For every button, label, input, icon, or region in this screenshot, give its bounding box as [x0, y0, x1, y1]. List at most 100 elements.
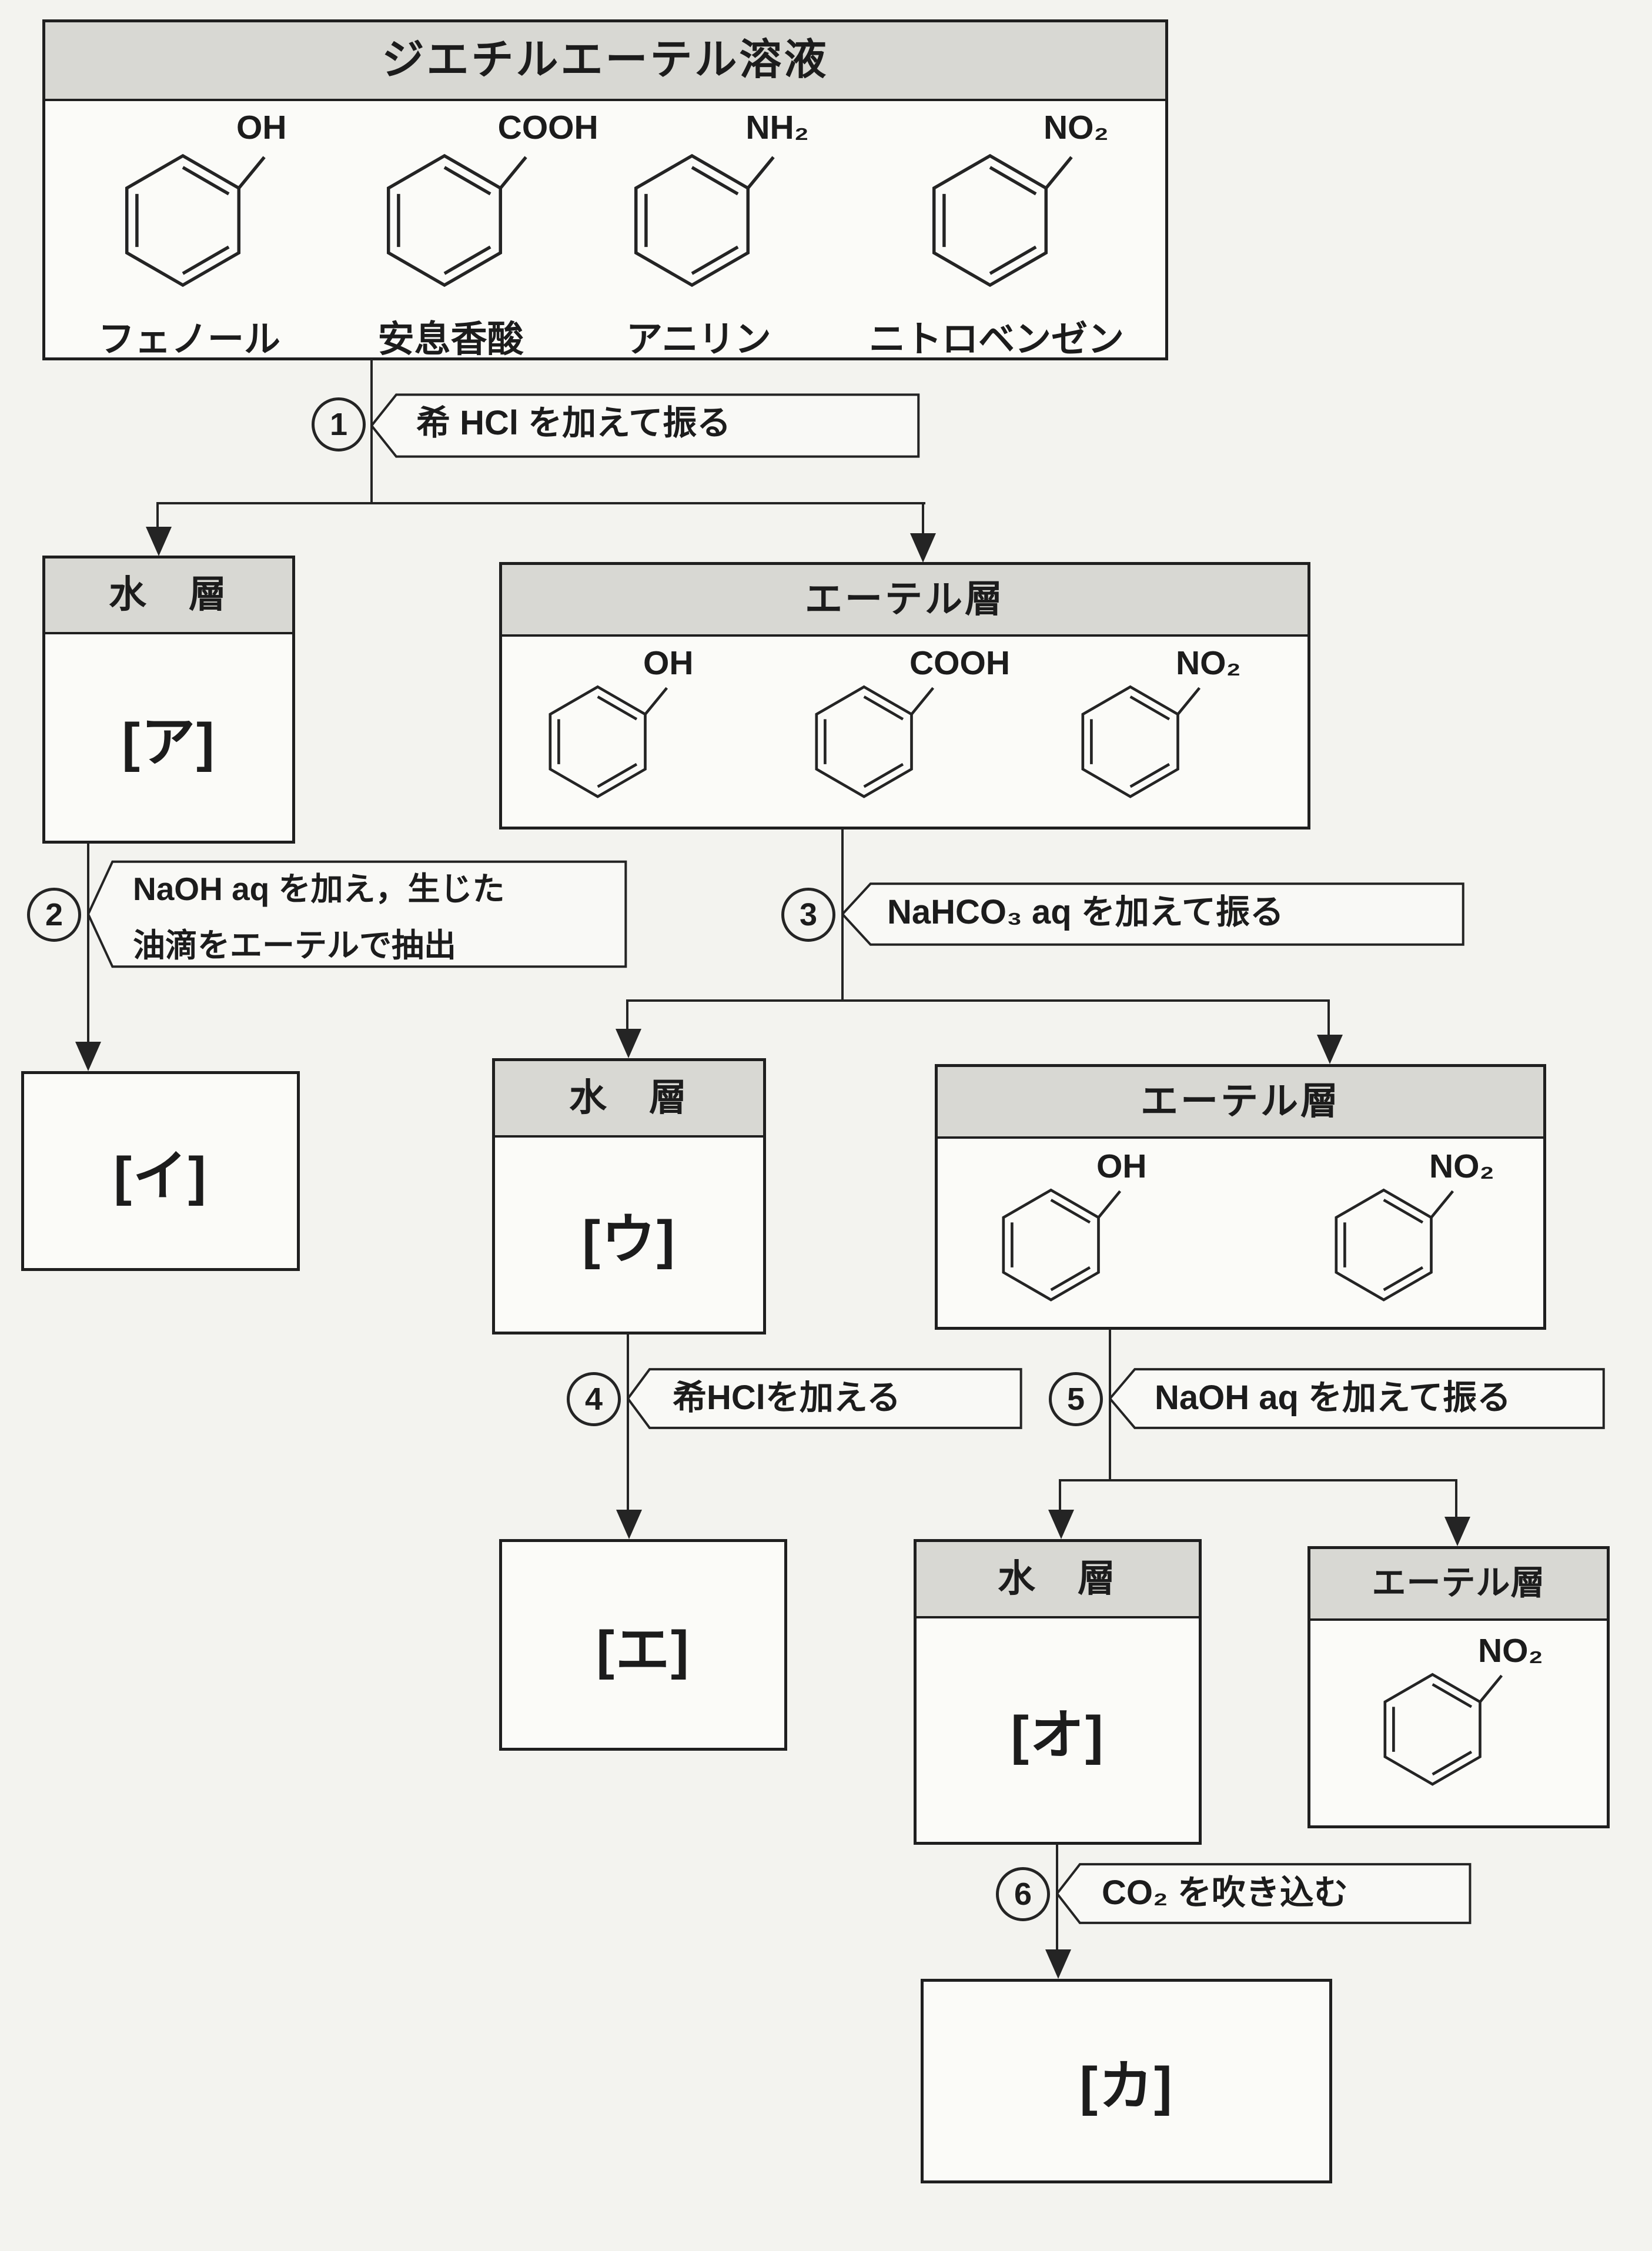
source-box-header: ジエチルエーテル溶液 — [45, 22, 1165, 101]
step-6-number-badge: 6 — [996, 1867, 1050, 1921]
placeholder-u: [ウ] — [582, 1209, 676, 1270]
connector-line — [156, 502, 159, 529]
arrow-down-icon — [1317, 1035, 1343, 1064]
arrow-down-icon — [1444, 1517, 1470, 1546]
ether-layer-1-box: エーテル層 OH COOH NO₂ — [499, 562, 1310, 830]
placeholder-e: [エ] — [596, 1620, 690, 1680]
arrow-down-icon — [146, 527, 172, 556]
benzene-ring-icon: OH — [112, 109, 287, 305]
connector-line — [1059, 1479, 1061, 1511]
step-3-label: NaHCO₃ aq を加えて振る — [887, 893, 1284, 931]
connector-line — [1056, 1844, 1058, 1952]
ether-layer-1-header: エーテル層 — [502, 565, 1307, 637]
substituent-label: COOH — [909, 644, 1010, 682]
placeholder-a: [ア] — [122, 713, 216, 772]
aqueous-layer-3-header: 水 層 — [917, 1542, 1199, 1618]
substituent-label: NO₂ — [1176, 644, 1241, 682]
connector-line — [1327, 999, 1330, 1036]
molecule-benzoic-acid: COOH — [804, 644, 1010, 813]
step-2-label-line1: NaOH aq を加え，生じた — [133, 871, 505, 907]
connector-line — [87, 842, 89, 1043]
connector-line — [1059, 1479, 1457, 1481]
substituent-label: OH — [643, 644, 694, 682]
substituent-label: NO₂ — [1478, 1632, 1543, 1670]
molecule-nitrobenzene: NO₂ — [1372, 1632, 1543, 1801]
molecule-phenol: OH — [991, 1148, 1147, 1316]
ether-layer-3-box: エーテル層 NO₂ — [1307, 1546, 1610, 1828]
banner-outline-icon — [628, 1367, 1023, 1430]
ether-layer-3-header: エーテル層 — [1310, 1549, 1607, 1621]
step-1-label: 希 HCl を加えて振る — [416, 404, 731, 442]
arrow-down-icon — [75, 1042, 101, 1071]
step-5-number-badge: 5 — [1049, 1372, 1103, 1426]
placeholder-i: [イ] — [113, 1146, 208, 1206]
substituent-label: NO₂ — [1429, 1148, 1494, 1185]
substituent-label: NH₂ — [745, 109, 809, 146]
substituent-label: OH — [236, 109, 287, 146]
benzene-ring-icon: NO₂ — [919, 109, 1109, 305]
arrow-down-icon — [910, 533, 936, 563]
compound-name: フェノール — [98, 319, 281, 360]
molecule-nitrobenzene: NO₂ ニトロベンゼン — [869, 109, 1124, 362]
aqueous-layer-1-box: 水 層 [ア] — [42, 556, 295, 844]
step-4-banner: 希HClを加える — [628, 1367, 1023, 1430]
banner-outline-icon — [88, 858, 628, 970]
ether-layer-2-box: エーテル層 OH NO₂ — [935, 1064, 1546, 1330]
molecule-nitrobenzene: NO₂ — [1070, 644, 1241, 813]
source-box-compounds: OH フェノール COOH 安息香酸 NH₂ アニリン — [45, 101, 1165, 364]
substituent-label: COOH — [497, 109, 598, 146]
arrow-down-icon — [616, 1510, 642, 1539]
molecule-phenol: OH — [537, 644, 694, 813]
step-2-label-line2: 油滴をエーテルで抽出 — [133, 927, 457, 964]
connector-line — [1455, 1479, 1457, 1518]
result-ka-box: [カ] — [921, 1979, 1332, 2183]
step-1-number-badge: 1 — [312, 397, 366, 451]
benzene-ring-icon: COOH — [373, 109, 598, 305]
step-3-number-badge: 3 — [781, 888, 835, 942]
benzene-ring-icon: OH — [537, 644, 694, 813]
connector-line — [156, 502, 925, 504]
arrow-down-icon — [1048, 1510, 1074, 1539]
compound-name: 安息香酸 — [377, 319, 524, 360]
aqueous-layer-2-box: 水 層 [ウ] — [492, 1058, 766, 1334]
aqueous-layer-1-header: 水 層 — [45, 558, 292, 634]
banner-outline-icon — [1110, 1367, 1606, 1430]
result-e-box: [エ] — [499, 1539, 787, 1751]
molecule-nitrobenzene: NO₂ — [1323, 1148, 1494, 1316]
arrow-down-icon — [1045, 1949, 1071, 1979]
arrow-down-icon — [616, 1029, 641, 1058]
step-5-banner: NaOH aq を加えて振る — [1110, 1367, 1606, 1430]
step-2-number-badge: 2 — [27, 888, 81, 942]
benzene-ring-icon: NO₂ — [1323, 1148, 1494, 1316]
step-6-banner: CO₂ を吹き込む — [1057, 1862, 1472, 1925]
ether-layer-2-header: エーテル層 — [938, 1067, 1543, 1139]
banner-outline-icon — [842, 882, 1466, 946]
benzene-ring-icon: COOH — [804, 644, 1010, 813]
molecule-aniline: NH₂ アニリン — [621, 109, 809, 362]
connector-line — [1109, 1329, 1111, 1481]
compound-name: アニリン — [626, 319, 771, 360]
source-box: ジエチルエーテル溶液 OH フェノール COOH 安息香酸 NH₂ — [42, 19, 1168, 360]
aqueous-layer-2-header: 水 層 — [495, 1061, 763, 1138]
step-4-number-badge: 4 — [567, 1372, 621, 1426]
molecule-phenol: OH フェノール — [98, 109, 287, 362]
connector-line — [922, 502, 924, 535]
benzene-ring-icon: NH₂ — [621, 109, 809, 305]
connector-line — [627, 1333, 629, 1512]
connector-line — [626, 999, 628, 1030]
result-i-box: [イ] — [21, 1071, 300, 1271]
step-4-label: 希HClを加える — [673, 1379, 901, 1417]
step-6-label: CO₂ を吹き込む — [1102, 1874, 1348, 1912]
step-3-banner: NaHCO₃ aq を加えて振る — [842, 882, 1466, 946]
step-2-banner: NaOH aq を加え，生じた 油滴をエーテルで抽出 — [88, 858, 628, 970]
connector-line — [626, 999, 1330, 1002]
substituent-label: OH — [1096, 1148, 1147, 1185]
step-5-label: NaOH aq を加えて振る — [1155, 1379, 1511, 1417]
connector-line — [370, 359, 373, 504]
aqueous-layer-3-box: 水 層 [オ] — [914, 1539, 1202, 1845]
banner-outline-icon — [1057, 1862, 1472, 1925]
substituent-label: NO₂ — [1043, 109, 1109, 146]
banner-outline-icon — [372, 393, 921, 459]
benzene-ring-icon: OH — [991, 1148, 1147, 1316]
